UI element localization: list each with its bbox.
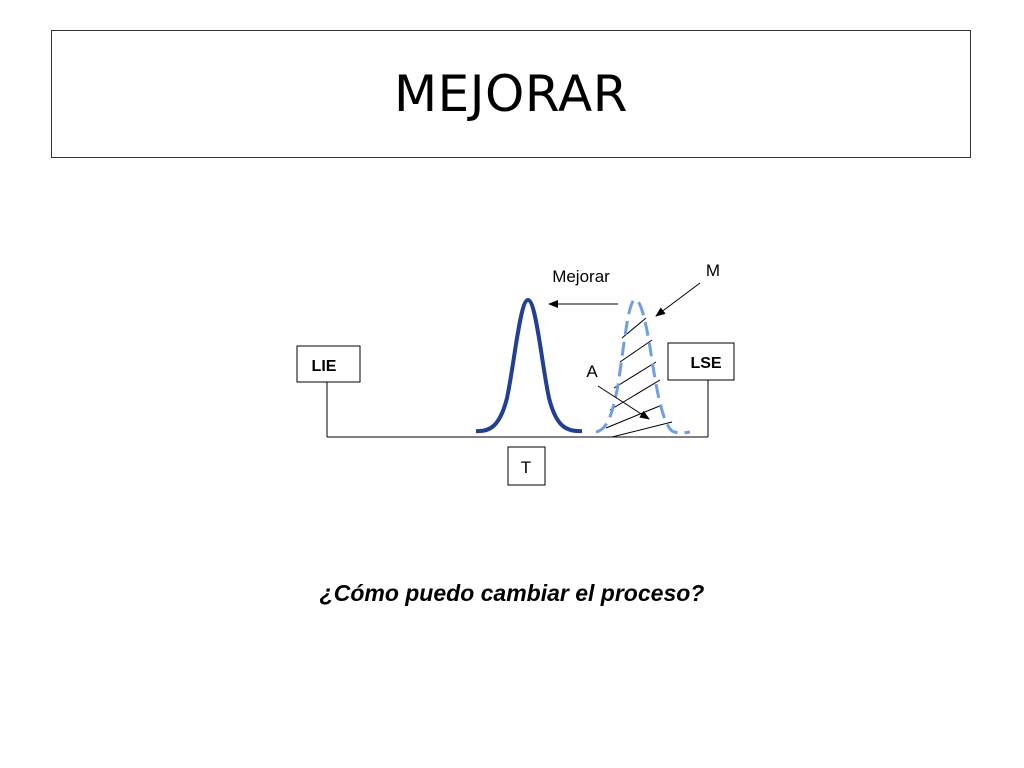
upper-limit-label: LSE [690, 355, 721, 372]
lower-limit-box [296, 345, 361, 383]
lower-limit-label: LIE [312, 358, 337, 375]
out-of-spec-hatching [605, 317, 673, 438]
upper-limit-box [667, 342, 735, 381]
slide-title: MEJORAR [394, 65, 628, 123]
target-label: T [521, 458, 531, 477]
guiding-question: ¿Cómo puedo cambiar el proceso? [319, 580, 705, 606]
current-process-pointer [655, 282, 701, 317]
target-box [507, 446, 546, 486]
out-of-spec-pointer [597, 385, 650, 420]
current-process-curve [595, 298, 691, 435]
improved-process-curve [475, 297, 583, 434]
shift-label: Mejorar [552, 267, 610, 286]
out-of-spec-label: A [586, 362, 598, 381]
current-process-label: M [706, 261, 720, 280]
title-box: MEJORAR [51, 30, 971, 158]
